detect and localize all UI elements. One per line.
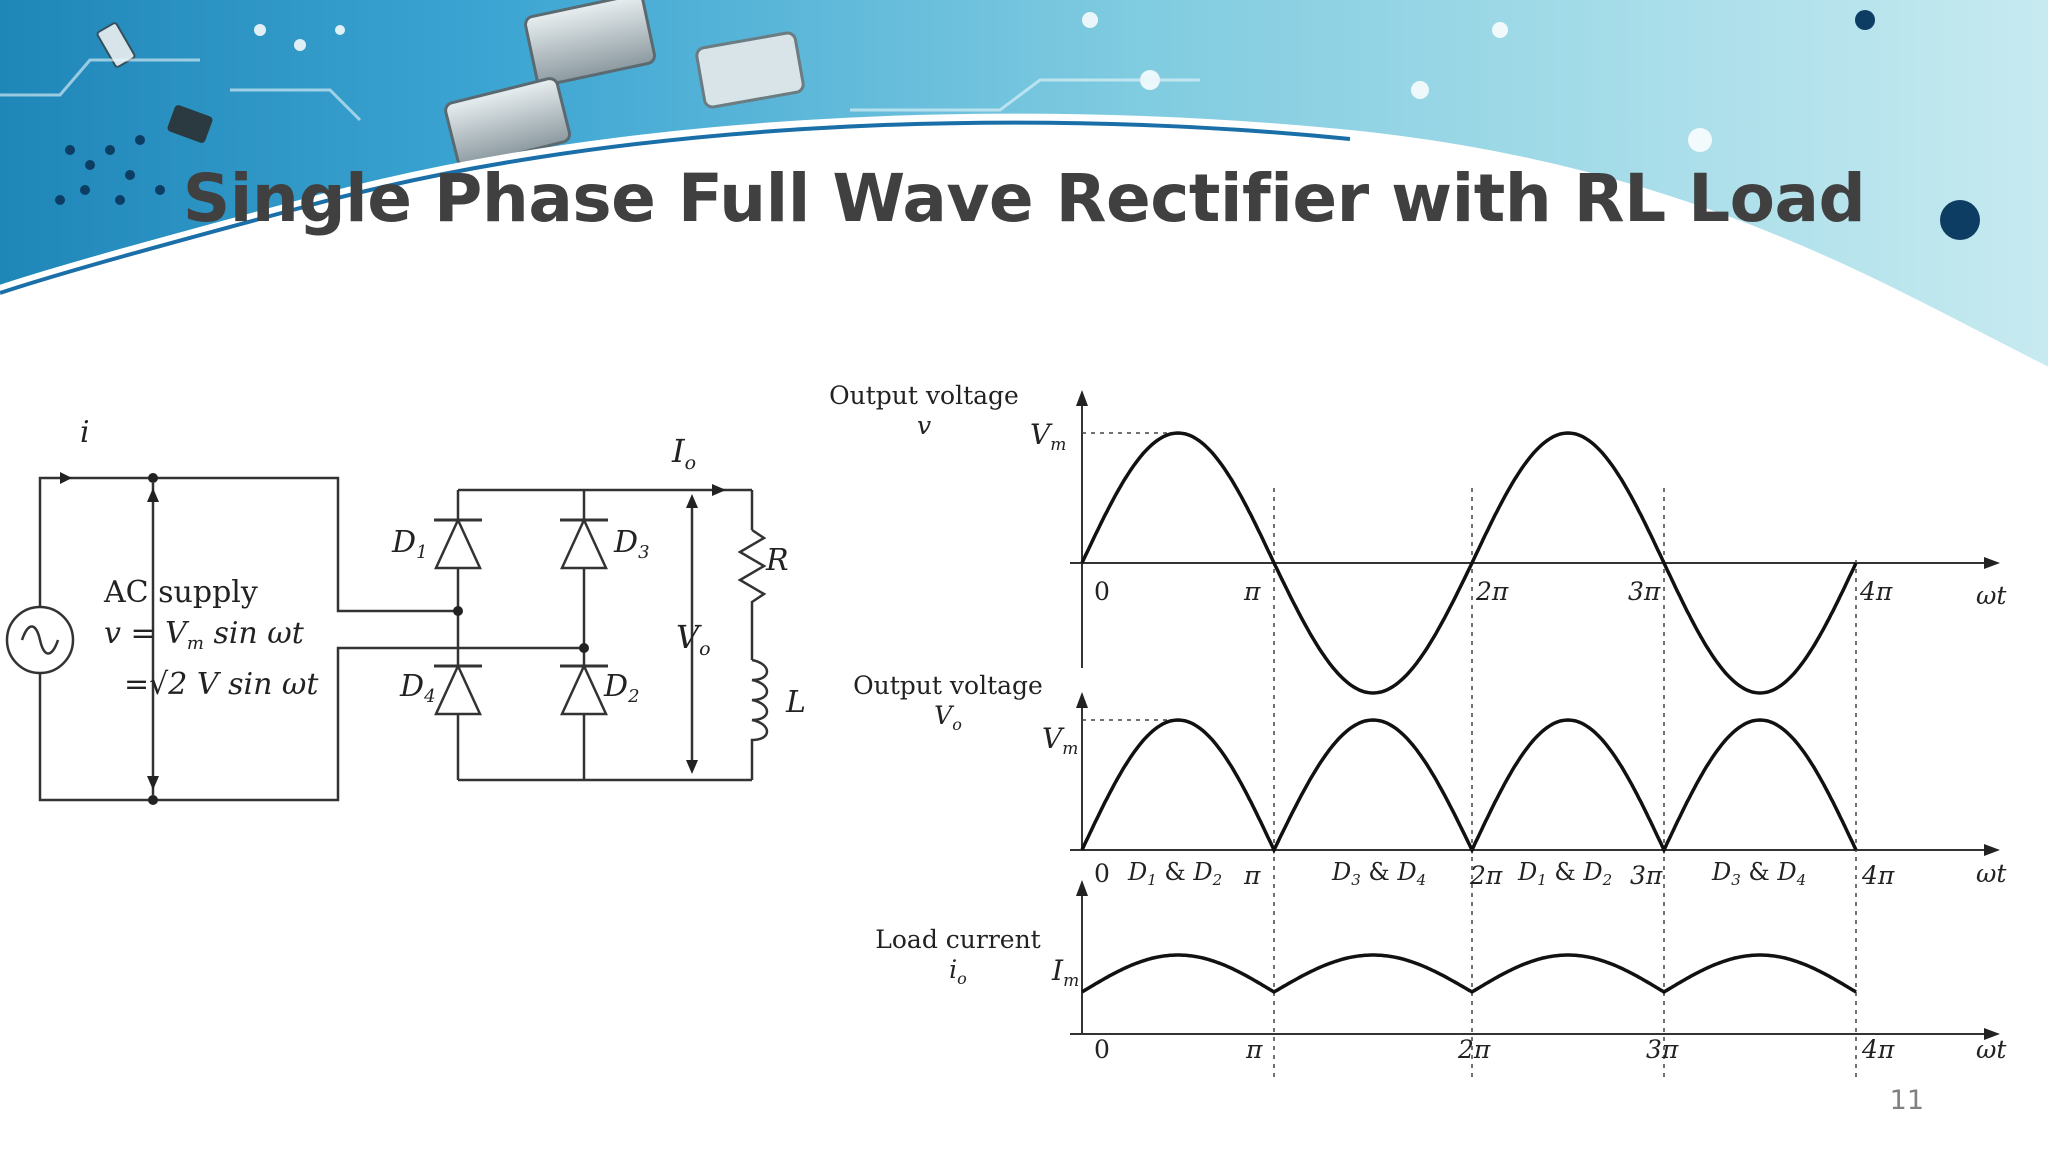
load-current-wave: [1081, 953, 1857, 995]
g1-tick-3pi: 3π: [1628, 577, 1661, 606]
g2-tick-pi: π: [1243, 861, 1261, 890]
diode-d1-label: D1: [391, 525, 428, 563]
diode-d2-symbol: [560, 662, 608, 716]
page-number: 11: [1889, 1085, 1924, 1116]
diode-d3-label: D3: [613, 525, 650, 563]
g3-tick-0: 0: [1094, 1035, 1110, 1064]
g3-tick-4pi: 4π: [1861, 1035, 1895, 1064]
g1-tick-2pi: 2π: [1475, 577, 1509, 606]
inductor-label: L: [785, 685, 806, 720]
g3-axis-var: ωt: [1976, 1035, 2007, 1064]
conduction-label: D3 & D4: [1711, 858, 1806, 889]
conduction-label: D3 & D4: [1331, 858, 1426, 889]
g2-axis-var: ωt: [1976, 859, 2007, 888]
diode-d1-symbol: [434, 516, 482, 570]
graph3-variable: io: [949, 955, 967, 988]
g1-axis-var: ωt: [1976, 581, 2007, 610]
g1-tick-pi: π: [1243, 577, 1261, 606]
supply-equation: v = Vm sin ωt: [104, 616, 305, 654]
output-voltage-label: Vo: [676, 618, 711, 660]
input-sine-wave: [1080, 431, 1858, 695]
graph3-peak-label: Im: [1051, 954, 1079, 991]
g2-tick-4pi: 4π: [1861, 861, 1895, 890]
g3-tick-pi: π: [1245, 1035, 1263, 1064]
g1-tick-0: 0: [1094, 577, 1110, 606]
g2-tick-3pi: 3π: [1630, 861, 1663, 890]
g3-tick-3pi: 3π: [1646, 1035, 1679, 1064]
diode-d2-label: D2: [603, 669, 640, 707]
input-current-label: i: [80, 415, 90, 450]
diode-d4-symbol: [434, 662, 482, 716]
g1-tick-4pi: 4π: [1859, 577, 1893, 606]
graph2-peak-label: Vm: [1042, 722, 1078, 759]
g2-tick-2pi: 2π: [1469, 861, 1503, 890]
graph2-variable: Vo: [934, 701, 962, 734]
conduction-label: D1 & D2: [1517, 858, 1612, 889]
graph2-title: Output voltage: [853, 671, 1043, 700]
resistor-label: R: [765, 543, 789, 578]
graph3-title: Load current: [875, 925, 1040, 954]
rectified-voltage-wave: [1080, 718, 1858, 855]
load-current-label: Io: [671, 432, 696, 474]
g3-tick-2pi: 2π: [1457, 1035, 1491, 1064]
diode-d3-symbol: [560, 516, 608, 570]
graph1-title: Output voltage: [829, 381, 1019, 410]
slide-title: Single Phase Full Wave Rectifier with RL…: [182, 160, 1866, 237]
graph1-peak-label: Vm: [1030, 418, 1066, 455]
conduction-label: D1 & D2: [1127, 858, 1222, 889]
circuit-board-banner: [0, 0, 2048, 380]
supply-label: AC supply: [103, 575, 258, 610]
g2-tick-0: 0: [1094, 859, 1110, 888]
supply-equation-rms: =√2 V sin ωt: [124, 667, 319, 702]
graph1-variable: v: [917, 411, 931, 440]
diode-d4-label: D4: [399, 669, 436, 707]
